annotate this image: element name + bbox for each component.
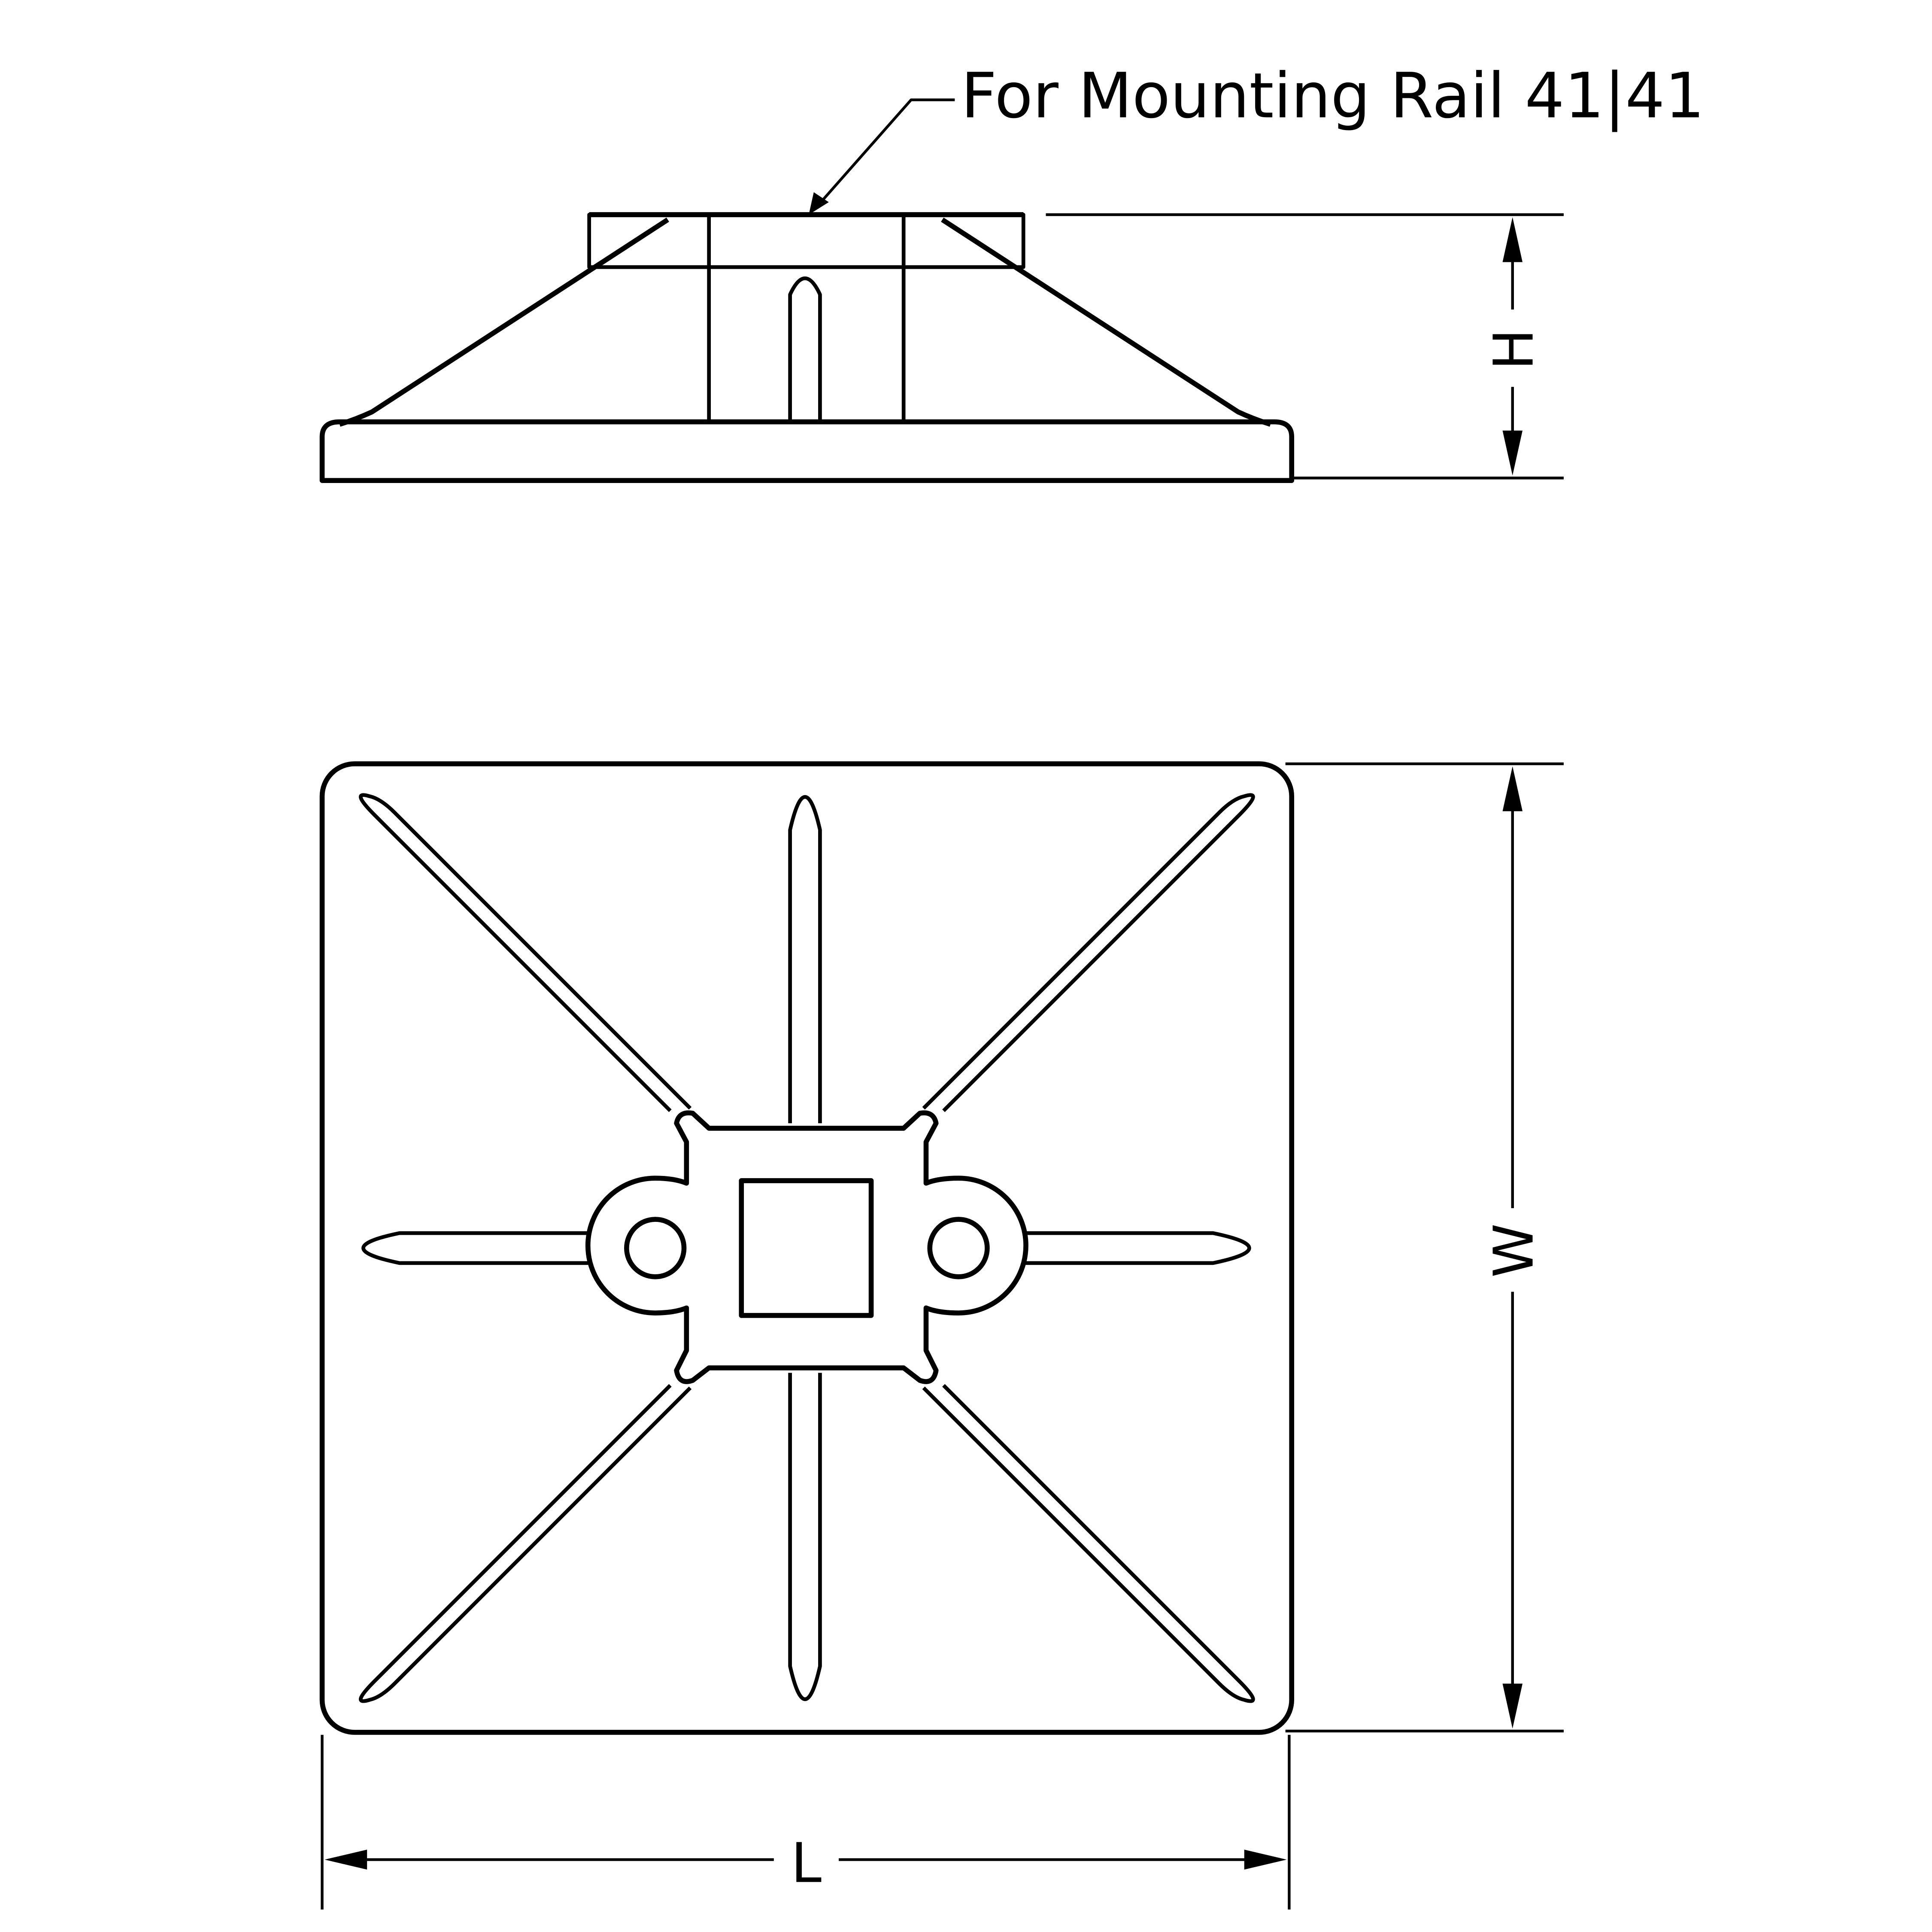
rib-bottom-right xyxy=(922,1384,1255,1703)
plan-view xyxy=(319,761,1295,1735)
arrow-right-icon xyxy=(1244,1850,1287,1870)
mounting-hole-right xyxy=(927,1217,990,1279)
arrow-up-icon xyxy=(1502,766,1523,811)
length-label: L xyxy=(791,1832,822,1896)
rib-top-left xyxy=(359,793,692,1112)
rib-top xyxy=(788,795,822,1124)
arrow-left-icon xyxy=(325,1850,367,1870)
arrow-up-icon xyxy=(1502,217,1523,262)
width-label: W xyxy=(1482,1224,1546,1278)
rib-bottom-left xyxy=(359,1384,692,1703)
side-view xyxy=(319,212,1295,483)
base-outline xyxy=(319,761,1295,1735)
central-boss xyxy=(585,1110,1028,1384)
leader-arrowhead-icon xyxy=(809,192,829,215)
rib-left xyxy=(361,1231,589,1265)
height-label: H xyxy=(1482,329,1546,370)
boss-slot xyxy=(788,276,822,422)
arrow-down-icon xyxy=(1502,1683,1523,1729)
callout-label: For Mounting Rail 41|41 xyxy=(961,60,1705,132)
rib-right xyxy=(1023,1231,1251,1265)
rib-bottom xyxy=(788,1373,822,1701)
callout: For Mounting Rail 41|41 xyxy=(809,60,1705,215)
arrow-down-icon xyxy=(1502,430,1523,476)
mounting-hole-left xyxy=(624,1217,687,1279)
leader-line xyxy=(816,98,955,207)
base-plate xyxy=(319,419,1295,483)
rib-top-right xyxy=(922,793,1255,1112)
height-dimension: H xyxy=(1046,213,1564,480)
length-dimension: L xyxy=(321,1735,1291,1910)
square-opening xyxy=(739,1178,874,1318)
width-dimension: W xyxy=(1285,762,1564,1733)
